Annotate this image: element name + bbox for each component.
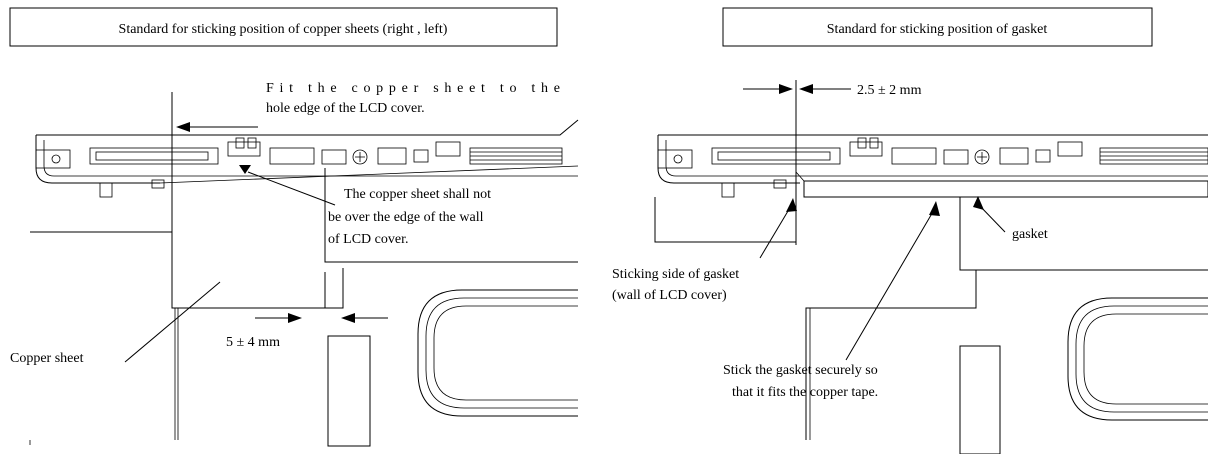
copper-leader-line xyxy=(124,281,221,363)
label-copper-sheet: Copper sheet xyxy=(10,351,84,366)
right-dimension: 2.5 ± 2 mm xyxy=(857,83,922,98)
left-note-wall-line2: be over the edge of the wall xyxy=(328,210,484,225)
right-title: Standard for sticking position of gasket xyxy=(827,22,1048,37)
left-title: Standard for sticking position of copper… xyxy=(119,22,448,37)
note-stick-line1: Stick the gasket securely so xyxy=(723,363,878,378)
right-dim-arrow-left-icon xyxy=(799,84,813,94)
right-lower-block xyxy=(959,345,1001,454)
left-title-box xyxy=(9,7,558,47)
left-note-wall-line1: The copper sheet shall not xyxy=(344,187,491,202)
left-wall-arrow-icon xyxy=(239,165,251,174)
label-sticking-side-line1: Sticking side of gasket xyxy=(612,267,739,282)
right-rounded-slot xyxy=(1067,297,1208,421)
left-rounded-slot xyxy=(417,289,578,417)
left-note-wall-line3: of LCD cover. xyxy=(328,232,408,247)
copper-sheet-outline xyxy=(171,168,344,309)
stick-gasket-arrow-icon xyxy=(929,201,940,216)
label-gasket: gasket xyxy=(1012,227,1048,242)
left-dimension: 5 ± 4 mm xyxy=(226,335,280,350)
left-note-fit-line1: Fit the copper sheet to the xyxy=(266,81,560,96)
gasket-strip xyxy=(803,180,1208,198)
left-lcd-cover-strip xyxy=(35,119,579,198)
left-note-fit-line2: hole edge of the LCD cover. xyxy=(266,101,425,116)
right-dim-arrow-right-icon xyxy=(779,84,793,94)
note-stick-line2: that it fits the copper tape. xyxy=(732,385,878,400)
left-dim-arrow-left-icon xyxy=(341,313,355,323)
gasket-arrow-icon xyxy=(973,196,984,210)
right-lcd-cover-strip xyxy=(657,134,1208,198)
left-fit-arrow-icon xyxy=(176,122,190,132)
right-title-box xyxy=(722,7,1153,47)
label-sticking-side-line2: (wall of LCD cover) xyxy=(612,288,727,303)
sticking-side-arrow-icon xyxy=(786,198,797,212)
lcd-wall-outline xyxy=(324,168,578,263)
right-panel: Standard for sticking position of gasket… xyxy=(612,7,1208,454)
left-lower-block xyxy=(327,335,371,447)
left-dim-arrow-right-icon xyxy=(288,313,302,323)
left-panel: Standard for sticking position of copper… xyxy=(9,7,579,447)
